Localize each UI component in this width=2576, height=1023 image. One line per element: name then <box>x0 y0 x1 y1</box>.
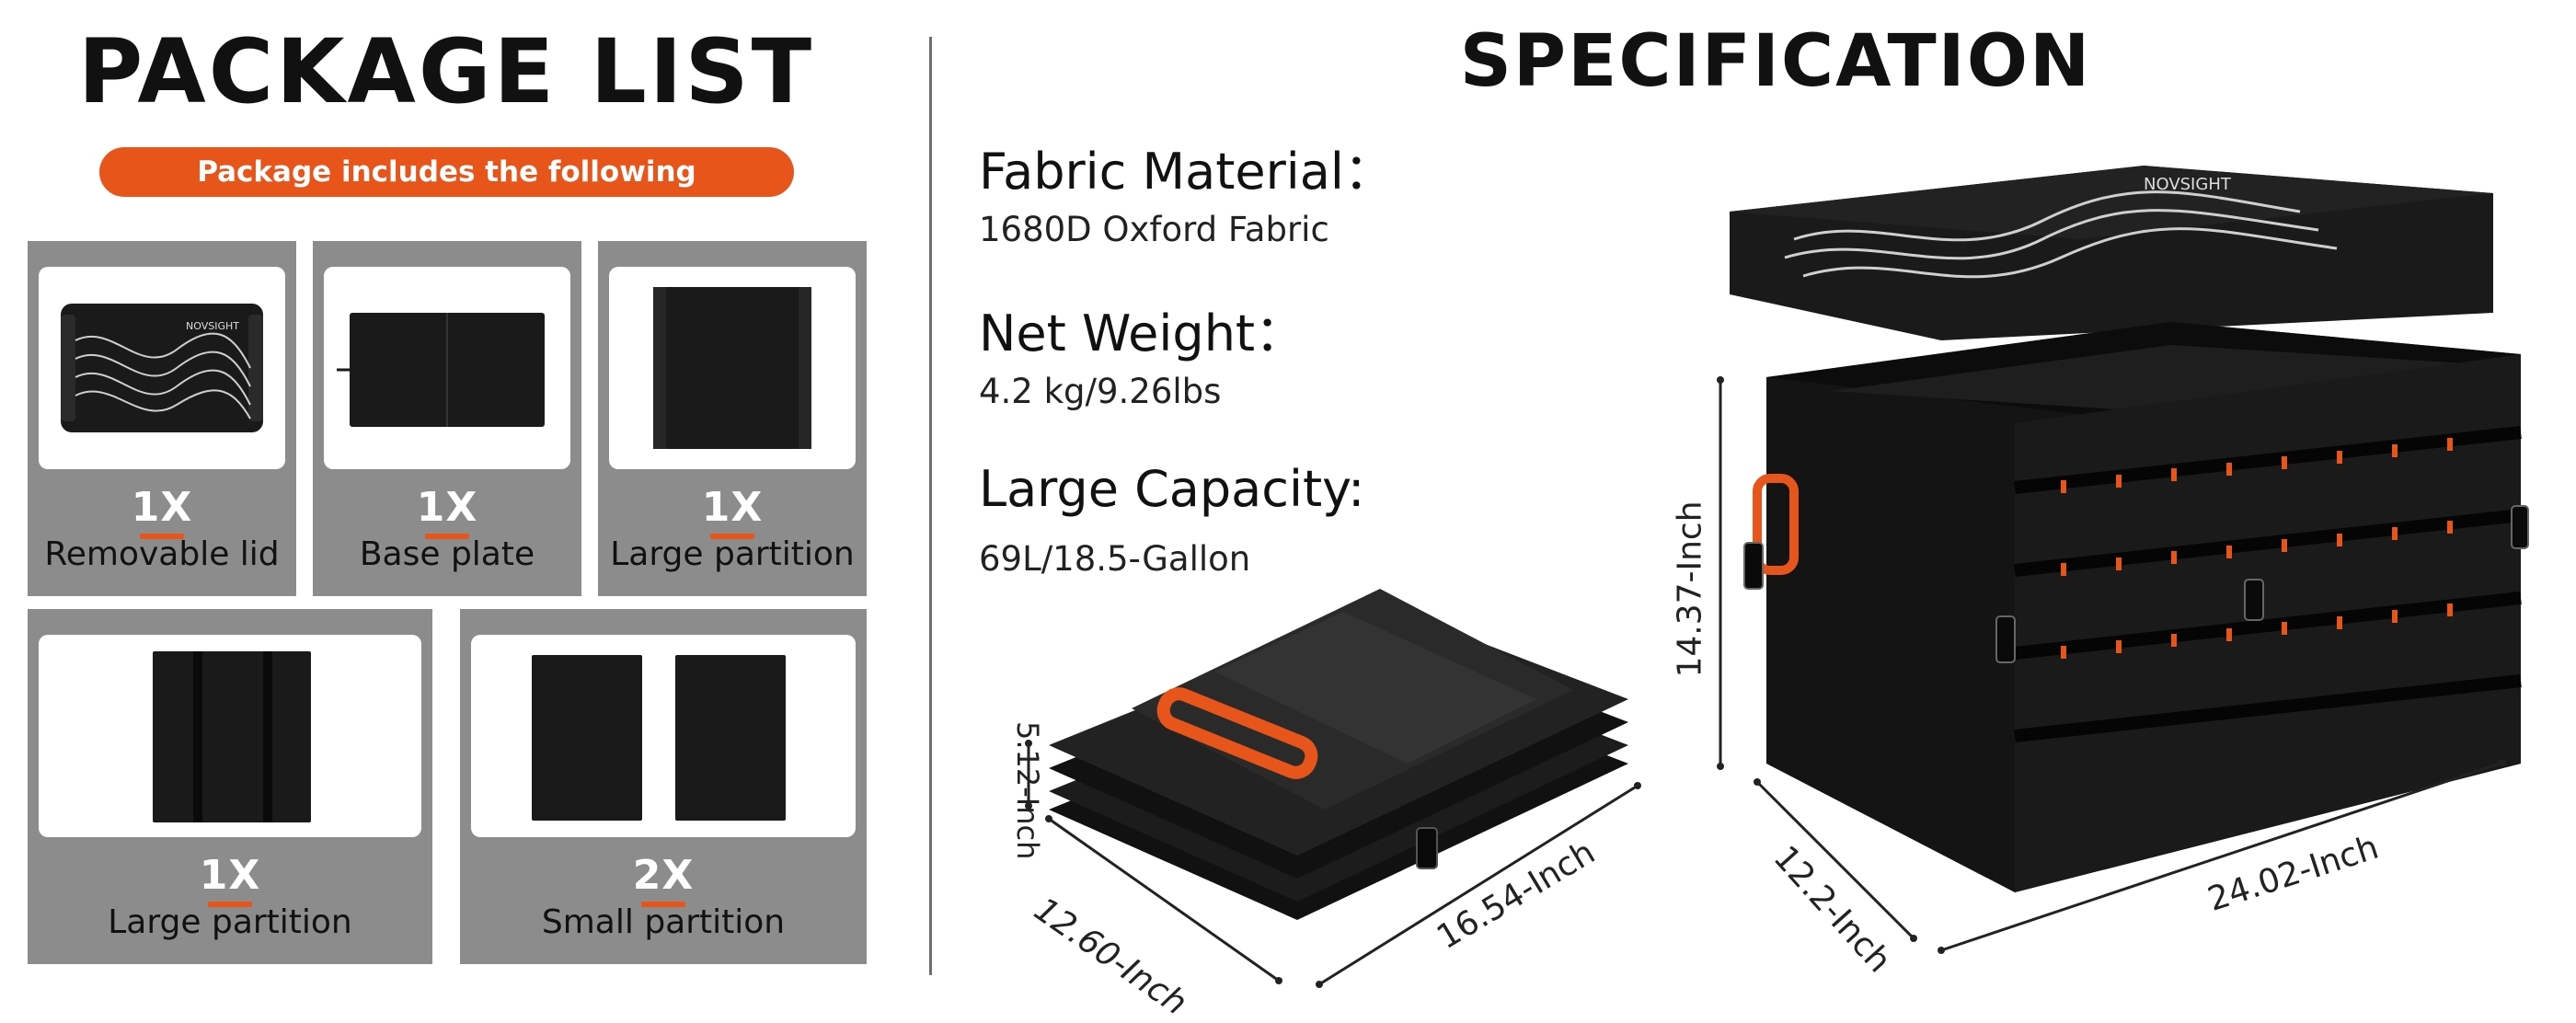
spec-fabric-label: Fabric Material： <box>979 143 1394 201</box>
spec-weight-value: 4.2 kg/9.26lbs <box>979 372 1222 411</box>
item-quantity: 1X <box>131 484 193 531</box>
item-label: Large partition <box>610 535 855 573</box>
item-quantity: 1X <box>701 484 764 531</box>
quantity-underline <box>208 902 252 907</box>
item-label: Base plate <box>359 535 535 573</box>
folded-height-line <box>1025 740 1032 810</box>
item-quantity: 1X <box>416 484 478 531</box>
spec-fabric-value: 1680D Oxford Fabric <box>979 210 1329 249</box>
trunk-organizer-image: NOVSIGHT <box>1730 166 2529 892</box>
svg-text:NOVSIGHT: NOVSIGHT <box>186 320 239 332</box>
item-quantity: 2X <box>632 852 695 899</box>
spec-capacity-label: Large Capacity: <box>979 460 1365 518</box>
item-image-frame <box>471 635 856 837</box>
item-card-base-plate: 1X Base plate <box>313 241 581 596</box>
box-width-line <box>1938 759 2506 954</box>
item-image-frame <box>39 635 421 837</box>
quantity-underline <box>140 534 184 539</box>
box-height-label: 14.37-Inch <box>1671 500 1709 678</box>
accessories-banner: Package includes the following accessori… <box>99 147 794 238</box>
folded-width-line <box>1316 782 1641 988</box>
quantity-underline <box>641 902 685 907</box>
base-plate-image <box>337 313 545 427</box>
item-card-small-partition: 2X Small partition <box>460 609 867 964</box>
item-image-frame <box>609 267 856 469</box>
box-height-line <box>1717 376 1724 770</box>
item-label: Small partition <box>541 903 786 941</box>
box-depth-line <box>1754 778 1917 942</box>
item-image-frame <box>324 267 570 469</box>
item-card-removable-lid: NOVSIGHT 1X Removable lid <box>28 241 296 596</box>
item-image-frame: NOVSIGHT <box>39 267 285 469</box>
package-list-title: PACKAGE LIST <box>77 20 815 123</box>
specification-title: SPECIFICATION <box>1459 20 2092 103</box>
small-partition-image <box>532 655 786 821</box>
item-card-large-partition: 1X Large partition <box>598 241 867 596</box>
folded-organizer-image <box>1049 589 1628 920</box>
item-card-large-partition-2: 1X Large partition <box>28 609 432 964</box>
section-divider <box>929 37 932 975</box>
item-quantity: 1X <box>199 852 261 899</box>
item-label: Large partition <box>108 903 352 941</box>
svg-text:NOVSIGHT: NOVSIGHT <box>2144 175 2232 194</box>
item-label: Removable lid <box>44 535 280 573</box>
large-partition-strap-image <box>153 651 311 822</box>
folded-depth-line <box>1045 815 1282 984</box>
quantity-underline <box>425 534 469 539</box>
quantity-underline <box>710 534 754 539</box>
spec-capacity-value: 69L/18.5-Gallon <box>979 539 1251 579</box>
spec-weight-label: Net Weight： <box>979 305 1305 362</box>
removable-lid-image: NOVSIGHT <box>61 304 263 432</box>
large-partition-image <box>653 287 811 449</box>
